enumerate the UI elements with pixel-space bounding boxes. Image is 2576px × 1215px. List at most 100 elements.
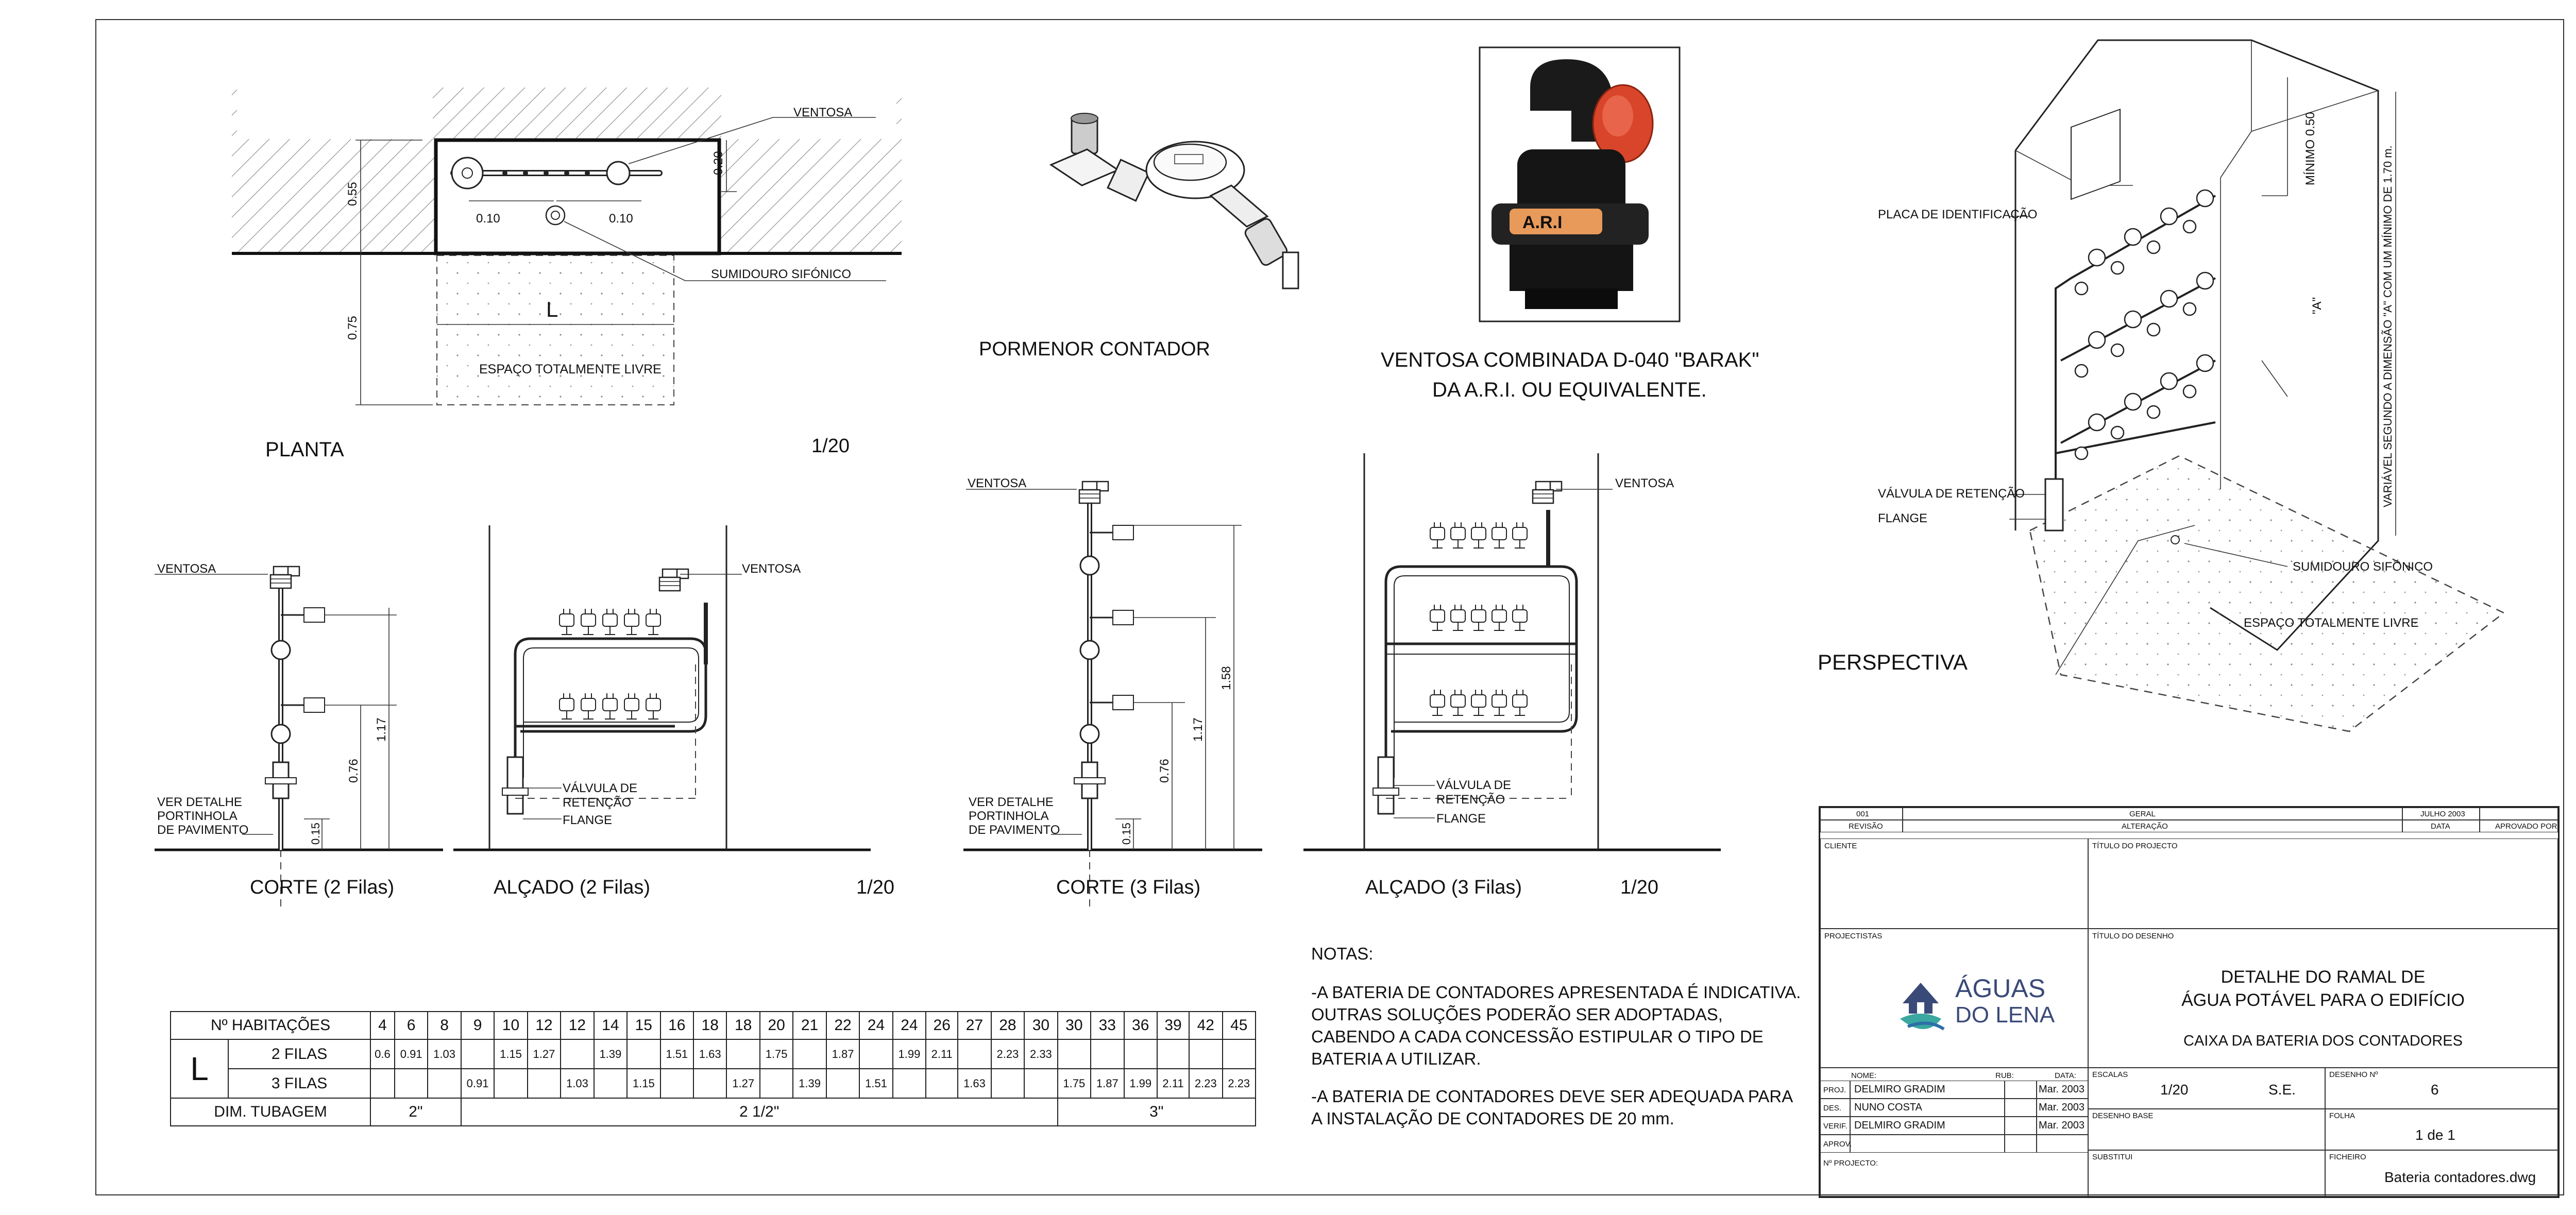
l-2-filas-cell: 1.87 [825, 1039, 860, 1069]
hab-count-cell: 30 [1024, 1011, 1058, 1040]
l-3-filas-cell: 2.23 [1189, 1068, 1223, 1099]
note-2: -A BATERIA DE CONTADORES DEVE SER ADEQUA… [1311, 1085, 1806, 1130]
l-3-filas-cell [427, 1068, 462, 1099]
desenho-base-label: DESENHO BASE [2092, 1111, 2154, 1120]
corte3-ver-line1: VER DETALHE [969, 795, 1054, 809]
verif-label: VERIF. [1823, 1122, 1848, 1131]
corte-2-filas-view: VENTOSA VER DETALHE PORTINHOLA DE PAVIME… [155, 562, 443, 912]
corte3-dim-015: 0.15 [1120, 823, 1133, 845]
verif-name: DELMIRO GRADIM [1854, 1120, 1945, 1131]
dim-020: 0.20 [711, 151, 725, 175]
projecto-number-label: Nº PROJECTO: [1823, 1159, 1878, 1168]
l-3-filas-cell [759, 1068, 794, 1099]
hab-count-cell: 4 [370, 1011, 395, 1040]
corte2-ver-line2: PORTINHOLA [157, 809, 238, 823]
hab-count-cell: 26 [925, 1011, 959, 1040]
drawing-title-line3: CAIXA DA BATERIA DOS CONTADORES [2183, 1033, 2463, 1049]
l-3-filas-cell: 2.11 [1156, 1068, 1190, 1099]
ventosa-brand: A.R.I [1522, 213, 1562, 232]
l-2-filas-cell: 1.63 [692, 1039, 727, 1069]
corte2-ventosa-label: VENTOSA [157, 562, 216, 576]
l-2-filas-cell: 2.11 [925, 1039, 959, 1069]
l-2-filas-cell: 0.6 [370, 1039, 395, 1069]
persp-placa-label: PLACA DE IDENTIFICAÇÃO [1878, 208, 2037, 221]
verif-date: Mar. 2003 [2039, 1120, 2084, 1131]
hab-count-cell: 14 [593, 1011, 628, 1040]
persp-a-label: "A" [2310, 297, 2324, 314]
ventosa-caption-line1: VENTOSA COMBINADA D-040 "BARAK" [1381, 349, 1759, 371]
l-3-filas-cell [825, 1068, 860, 1099]
escalas-label: ESCALAS [2092, 1070, 2128, 1079]
l-3-filas-cell [593, 1068, 628, 1099]
l-3-filas-cell: 1.63 [957, 1068, 992, 1099]
corte3-dim-117: 1.17 [1191, 717, 1205, 742]
notes-block: NOTAS: -A BATERIA DE CONTADORES APRESENT… [1311, 943, 1806, 1145]
l-3-filas-cell [659, 1068, 694, 1099]
nome-header: NOME: [1851, 1071, 1877, 1080]
l-3-filas-cell: 1.03 [560, 1068, 595, 1099]
l-2-filas-cell [460, 1039, 495, 1069]
l-2-filas-cell: 2.23 [990, 1039, 1025, 1069]
rev-number: 001 [1856, 810, 1870, 818]
hab-count-cell: 22 [825, 1011, 860, 1040]
corte2-dim-076: 0.76 [347, 759, 361, 783]
corte2-dim-015: 0.15 [309, 823, 322, 845]
note-1-line-d: BATERIA A UTILIZAR. [1311, 1049, 1481, 1068]
l-3-filas-cell [494, 1068, 528, 1099]
l-2-filas-cell [1123, 1039, 1158, 1069]
hab-count-cell: 24 [892, 1011, 927, 1040]
corte2-dim-117: 1.17 [375, 717, 388, 742]
l-2-filas-cell [626, 1039, 661, 1069]
l-3-filas-cell: 1.99 [1123, 1068, 1158, 1099]
note-1: -A BATERIA DE CONTADORES APRESENTADA É I… [1311, 981, 1806, 1070]
hab-count-cell: 33 [1090, 1011, 1125, 1040]
drawing-title-line2: ÁGUA POTÁVEL PARA O EDIFÍCIO [2181, 990, 2465, 1010]
alcado2-ventosa-label: VENTOSA [742, 562, 801, 576]
des-date: Mar. 2003 [2039, 1102, 2084, 1113]
rub-header: RUB: [1995, 1071, 2014, 1080]
planta-ventosa-label: VENTOSA [793, 106, 852, 119]
logo-text-aguas: ÁGUAS [1955, 974, 2046, 1003]
alcado3-flange-label: FLANGE [1436, 812, 1486, 826]
l-3-filas-cell [990, 1068, 1025, 1099]
titulo-projecto-label: TÍTULO DO PROJECTO [2092, 842, 2178, 850]
note-1-line-b: OUTRAS SOLUÇÕES PODERÃO SER ADOPTADAS, [1311, 1005, 1723, 1024]
note-2-line-a: -A BATERIA DE CONTADORES DEVE SER ADEQUA… [1311, 1087, 1793, 1106]
ventosa-photo: A.R.I VENTOSA COMBINADA D-040 "BARAK" DA… [1381, 46, 1759, 401]
dim-010-right: 0.10 [609, 212, 633, 226]
dim-tubagem-label: DIM. TUBAGEM [170, 1098, 371, 1126]
des-name: NUNO COSTA [1854, 1102, 1922, 1113]
l-3-filas-cell [1024, 1068, 1058, 1099]
l-3-filas-cell [370, 1068, 395, 1099]
l-3-filas-cell: 1.15 [626, 1068, 661, 1099]
alcado3-valvula-line2: RETENÇÃO [1436, 793, 1505, 807]
hab-count-cell: 27 [957, 1011, 992, 1040]
contador-detail: PORMENOR CONTADOR [979, 113, 1299, 360]
l-3-filas-cell [892, 1068, 927, 1099]
l-3-filas-cell: 0.91 [460, 1068, 495, 1099]
hab-count-cell: 8 [427, 1011, 462, 1040]
alcado2-valvula-line1: VÁLVULA DE [563, 781, 637, 795]
logo-text-lena: DO LENA [1955, 1002, 2055, 1028]
alcado3-scale: 1/20 [1620, 877, 1658, 898]
l-3-filas-cell: 1.87 [1090, 1068, 1125, 1099]
corte2-title: CORTE (2 Filas) [250, 877, 394, 898]
title-block: 001 GERAL JULHO 2003 REVISÃO ALTERAÇÃO D… [1819, 806, 2560, 1198]
l-3-filas-cell: 2.23 [1222, 1068, 1257, 1099]
aguas-do-lena-logo-icon [1900, 983, 1945, 1031]
h-alteracao: ALTERAÇÃO [2122, 822, 2168, 831]
planta-sumidouro-label: SUMIDOURO SIFÓNICO [711, 267, 851, 281]
l-2-filas-cell: 1.75 [759, 1039, 794, 1069]
hab-header: Nº HABITAÇÕES [170, 1011, 371, 1040]
l-2-filas-cell: 1.27 [527, 1039, 562, 1069]
hab-count-cell: 21 [792, 1011, 827, 1040]
ventosa-caption-line2: DA A.R.I. OU EQUIVALENTE. [1432, 379, 1707, 401]
alcado3-valvula-line1: VÁLVULA DE [1436, 778, 1511, 792]
dim-2-inch: 2" [370, 1098, 462, 1126]
hab-count-cell: 12 [527, 1011, 562, 1040]
corte-3-filas-view: VENTOSA VER DETALHE PORTINHOLA DE PAVIME… [963, 476, 1262, 912]
